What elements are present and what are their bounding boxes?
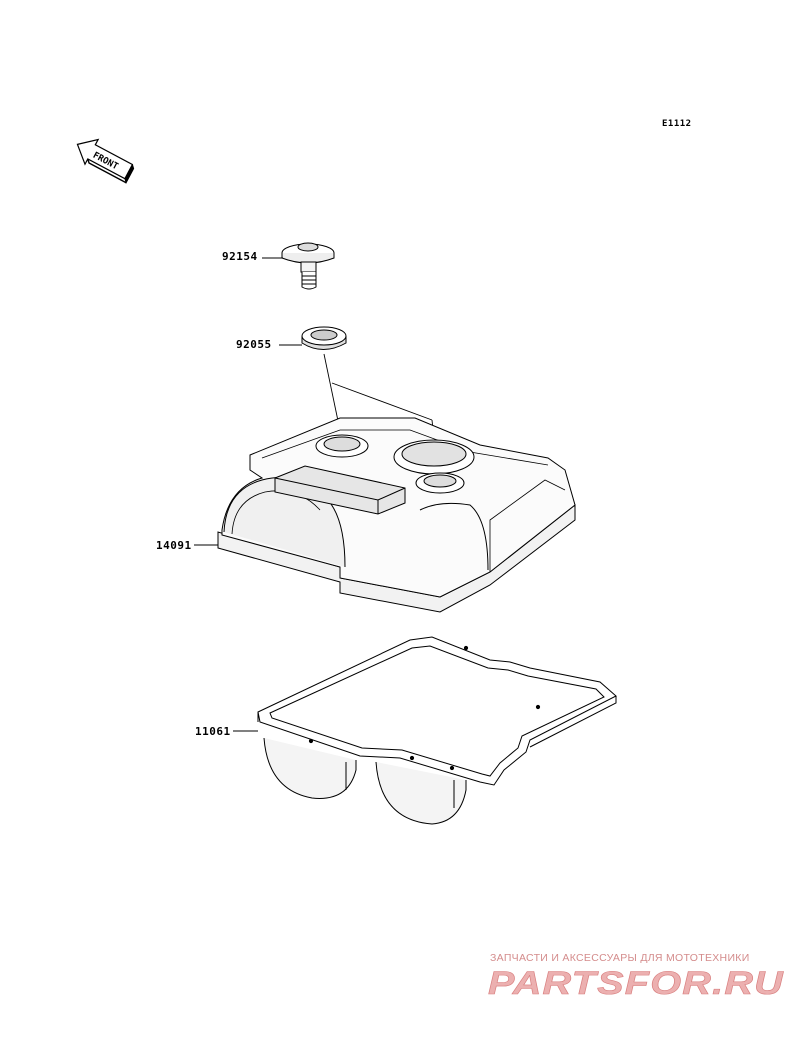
part-number-92154: 92154 (222, 250, 258, 263)
watermark-logo-text: PARTSFOR.RU (488, 966, 784, 1001)
front-arrow-icon: FRONT (76, 138, 135, 185)
watermark-logo: PARTSFOR.RU (488, 966, 784, 1001)
diagram-code: E1112 (662, 119, 692, 129)
part-number-92055: 92055 (236, 338, 272, 351)
part-number-14091: 14091 (156, 539, 192, 552)
gasket-part (257, 636, 617, 825)
cylinder-head-cover-part (217, 417, 576, 613)
washer-part (301, 326, 347, 350)
part-number-11061: 11061 (195, 725, 231, 738)
watermark-caption: ЗАПЧАСТИ И АКСЕССУАРЫ ДЛЯ МОТОТЕХНИКИ (490, 952, 750, 964)
bolt-part (281, 242, 335, 290)
